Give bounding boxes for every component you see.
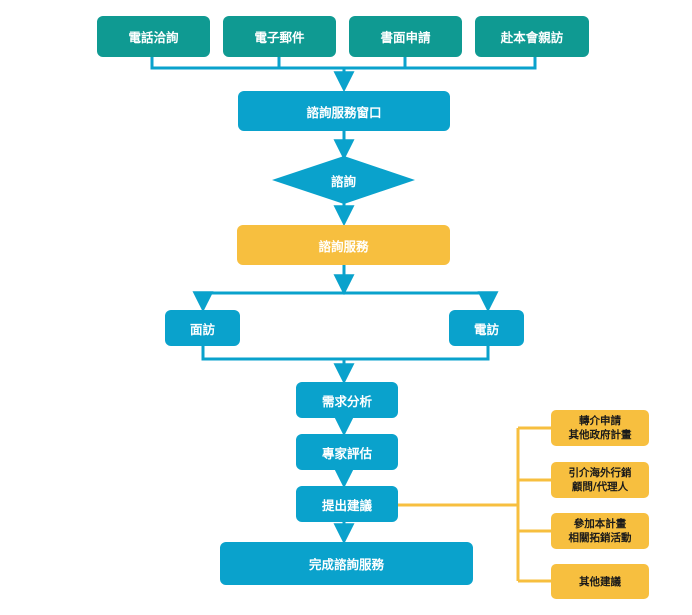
suggestion-line: 轉介申請	[579, 415, 621, 427]
suggestion-line: 顧問/代理人	[571, 481, 629, 493]
branch-phone: 電訪	[449, 310, 524, 346]
suggestion-other: 其他建議	[551, 564, 649, 599]
consult-service: 諮詢服務	[237, 225, 450, 265]
channel-visit: 赴本會親訪	[475, 16, 589, 57]
branch-in-person: 面訪	[165, 310, 240, 346]
step-expert-review: 專家評估	[296, 434, 398, 470]
suggestion-line: 其他建議	[579, 575, 621, 588]
suggestion-activities: 參加本計畫 相關拓銷活動	[551, 513, 649, 549]
suggestion-line: 其他政府計畫	[568, 429, 632, 441]
suggestion-referral: 轉介申請 其他政府計畫	[551, 410, 649, 446]
step-needs-analysis: 需求分析	[296, 382, 398, 418]
channel-merge-line	[150, 57, 537, 70]
suggestion-line: 參加本計畫	[573, 518, 627, 530]
suggestion-overseas: 引介海外行銷 顧問/代理人	[551, 462, 649, 498]
channel-email: 電子郵件	[223, 16, 336, 57]
suggestion-line: 引介海外行銷	[568, 467, 632, 479]
complete-service: 完成諮詢服務	[220, 542, 473, 585]
consult-window: 諮詢服務窗口	[238, 91, 450, 131]
channel-written: 書面申請	[349, 16, 462, 57]
decision-label: 諮詢	[330, 173, 356, 189]
suggestion-line: 相關拓銷活動	[568, 532, 632, 544]
decision-diamond	[272, 156, 415, 204]
channel-phone: 電話洽詢	[97, 16, 210, 57]
step-recommend: 提出建議	[296, 486, 398, 522]
